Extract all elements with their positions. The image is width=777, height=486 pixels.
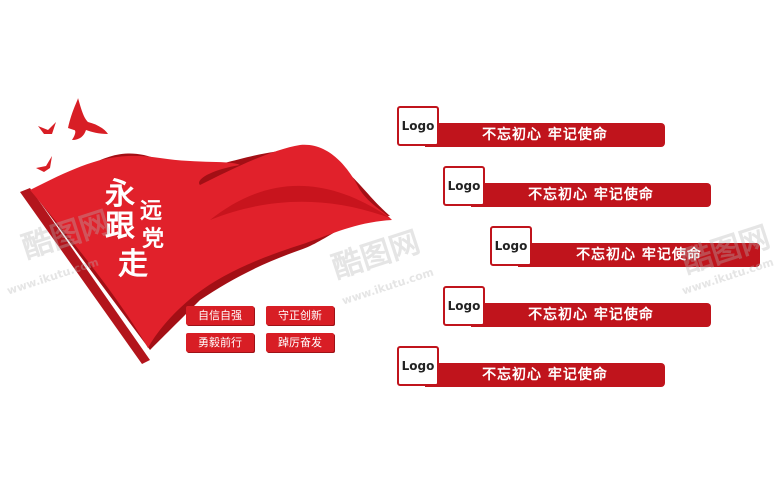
slogan-char-1: 永: [105, 177, 135, 212]
banner-text: 不忘初心 牢记使命: [425, 363, 665, 387]
slogan-char-3: 跟: [105, 209, 135, 244]
logo-placeholder: Logo: [397, 346, 439, 386]
logo-placeholder: Logo: [443, 166, 485, 206]
banner-text: 不忘初心 牢记使命: [518, 243, 760, 267]
banner-3: Logo 不忘初心 牢记使命: [490, 226, 760, 268]
flag-pole: [20, 188, 150, 364]
logo-placeholder: Logo: [443, 286, 485, 326]
tag-1: 自信自强: [186, 306, 254, 325]
banner-4: Logo 不忘初心 牢记使命: [443, 286, 711, 328]
flag-wave: [210, 185, 390, 220]
slogan-char-5: 走: [118, 247, 148, 282]
slogan-char-4: 党: [142, 226, 165, 252]
logo-placeholder: Logo: [490, 226, 532, 266]
dove-icon: [68, 98, 108, 140]
tag-2: 守正创新: [266, 306, 334, 325]
tag-3: 勇毅前行: [186, 333, 254, 352]
bird-icon-3: [36, 156, 52, 172]
tag-4: 踔厉奋发: [266, 333, 334, 352]
banner-text: 不忘初心 牢记使命: [425, 123, 665, 147]
banner-text: 不忘初心 牢记使命: [471, 183, 711, 207]
banner-1: Logo 不忘初心 牢记使命: [397, 106, 665, 148]
banner-text: 不忘初心 牢记使命: [471, 303, 711, 327]
logo-placeholder: Logo: [397, 106, 439, 146]
bird-icon-2: [38, 122, 56, 134]
banner-5: Logo 不忘初心 牢记使命: [397, 346, 665, 388]
slogan-char-2: 远: [140, 198, 163, 224]
banner-2: Logo 不忘初心 牢记使命: [443, 166, 711, 208]
